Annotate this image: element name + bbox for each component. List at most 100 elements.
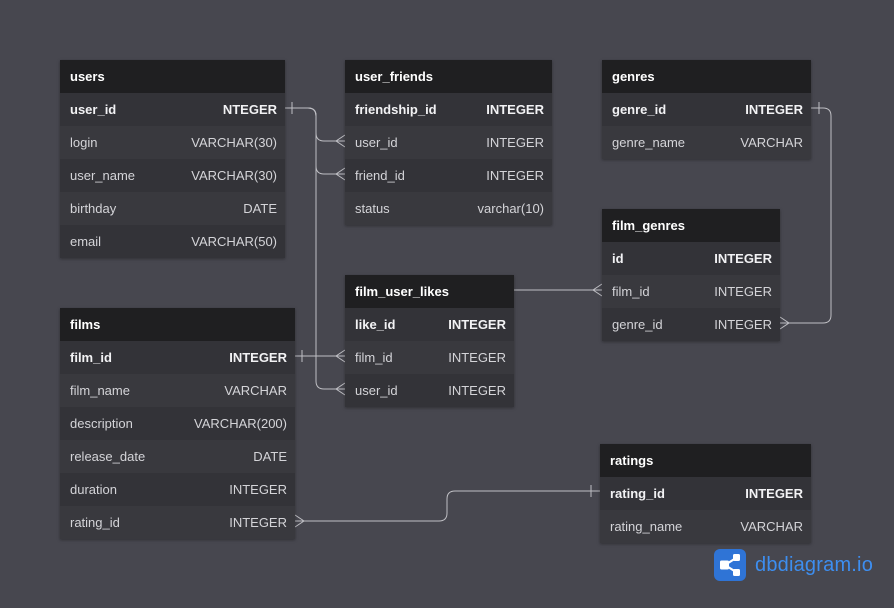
column-type: INTEGER bbox=[448, 350, 506, 365]
column-row-id[interactable]: id INTEGER bbox=[602, 242, 780, 275]
relationship-line-users-user-friends-friend-id bbox=[307, 107, 345, 175]
table-header[interactable]: film_user_likes bbox=[345, 275, 514, 308]
column-name: film_id bbox=[612, 284, 650, 299]
column-row-film-id[interactable]: film_id INTEGER bbox=[60, 341, 295, 374]
column-row-release-date[interactable]: release_date DATE bbox=[60, 440, 295, 473]
column-type: DATE bbox=[243, 201, 277, 216]
dbdiagram-brand[interactable]: dbdiagram.io bbox=[714, 549, 873, 581]
column-row-film-id[interactable]: film_id INTEGER bbox=[345, 341, 514, 374]
relationship-line-users-film-user-likes-user-id bbox=[307, 107, 345, 390]
column-type: INTEGER bbox=[745, 102, 803, 117]
many-marker-user-friends-friend-id bbox=[335, 167, 346, 181]
table-header[interactable]: films bbox=[60, 308, 295, 341]
column-type: VARCHAR(50) bbox=[191, 234, 277, 249]
column-row-film-id[interactable]: film_id INTEGER bbox=[602, 275, 780, 308]
many-marker-film-user-likes-film-id bbox=[335, 349, 346, 363]
column-name: like_id bbox=[355, 317, 396, 332]
column-row-status[interactable]: status varchar(10) bbox=[345, 192, 552, 225]
column-type: VARCHAR bbox=[224, 383, 287, 398]
column-type: VARCHAR(30) bbox=[191, 168, 277, 183]
many-marker-film-genres-genre-id bbox=[779, 316, 790, 330]
column-name: release_date bbox=[70, 449, 146, 464]
column-row-email[interactable]: email VARCHAR(50) bbox=[60, 225, 285, 258]
column-row-birthday[interactable]: birthday DATE bbox=[60, 192, 285, 225]
column-name: description bbox=[70, 416, 133, 431]
column-row-like-id[interactable]: like_id INTEGER bbox=[345, 308, 514, 341]
column-type: varchar(10) bbox=[477, 201, 544, 216]
column-name: film_id bbox=[355, 350, 393, 365]
table-header[interactable]: genres bbox=[602, 60, 811, 93]
column-type: INTEGER bbox=[229, 350, 287, 365]
column-type: INTEGER bbox=[229, 515, 287, 530]
column-row-friend-id[interactable]: friend_id INTEGER bbox=[345, 159, 552, 192]
column-type: INTEGER bbox=[714, 251, 772, 266]
column-row-friendship-id[interactable]: friendship_id INTEGER bbox=[345, 93, 552, 126]
column-name: birthday bbox=[70, 201, 117, 216]
column-name: film_id bbox=[70, 350, 112, 365]
table-header[interactable]: user_friends bbox=[345, 60, 552, 93]
column-type: VARCHAR(30) bbox=[191, 135, 277, 150]
column-row-genre-id[interactable]: genre_id INTEGER bbox=[602, 93, 811, 126]
column-row-genre-id[interactable]: genre_id INTEGER bbox=[602, 308, 780, 341]
column-type: INTEGER bbox=[229, 482, 287, 497]
column-name: user_id bbox=[70, 102, 117, 117]
column-type: DATE bbox=[253, 449, 287, 464]
brand-text: dbdiagram.io bbox=[755, 553, 874, 576]
table-header[interactable]: film_genres bbox=[602, 209, 780, 242]
many-marker-films-rating-id bbox=[294, 514, 305, 528]
many-marker-user-friends-user-id bbox=[335, 134, 346, 148]
relationship-line-ratings-films bbox=[295, 490, 600, 522]
table-header[interactable]: users bbox=[60, 60, 285, 93]
column-row-user-name[interactable]: user_name VARCHAR(30) bbox=[60, 159, 285, 192]
many-marker-film-user-likes-user-id bbox=[335, 382, 346, 396]
share-nodes-icon bbox=[720, 554, 740, 576]
column-type: INTEGER bbox=[448, 317, 506, 332]
column-type: INTEGER bbox=[714, 317, 772, 332]
column-row-description[interactable]: description VARCHAR(200) bbox=[60, 407, 295, 440]
column-type: INTEGER bbox=[448, 383, 506, 398]
column-row-user-id[interactable]: user_id INTEGER bbox=[345, 126, 552, 159]
column-row-user-id[interactable]: user_id NTEGER bbox=[60, 93, 285, 126]
column-type: INTEGER bbox=[745, 486, 803, 501]
column-name: user_id bbox=[355, 383, 398, 398]
column-type: NTEGER bbox=[222, 102, 277, 117]
table-header[interactable]: ratings bbox=[600, 444, 811, 477]
column-type: VARCHAR(200) bbox=[194, 416, 287, 431]
column-name: id bbox=[612, 251, 624, 266]
dbdiagram-logo bbox=[714, 549, 746, 581]
column-type: INTEGER bbox=[486, 168, 544, 183]
column-name: status bbox=[355, 201, 390, 216]
column-name: film_name bbox=[70, 383, 130, 398]
column-name: duration bbox=[70, 482, 117, 497]
column-name: user_name bbox=[70, 168, 136, 183]
column-row-duration[interactable]: duration INTEGER bbox=[60, 473, 295, 506]
column-name: genre_id bbox=[612, 102, 667, 117]
column-type: INTEGER bbox=[486, 102, 544, 117]
relationship-line-users-user-friends-user-id bbox=[285, 107, 345, 142]
column-name: genre_id bbox=[612, 317, 663, 332]
column-name: rating_name bbox=[610, 519, 683, 534]
column-type: INTEGER bbox=[486, 135, 544, 150]
many-marker-film-genres-film-id bbox=[592, 283, 603, 297]
column-type: INTEGER bbox=[714, 284, 772, 299]
column-row-user-id[interactable]: user_id INTEGER bbox=[345, 374, 514, 407]
column-name: email bbox=[70, 234, 102, 249]
column-name: friend_id bbox=[355, 168, 405, 183]
column-name: user_id bbox=[355, 135, 398, 150]
column-name: friendship_id bbox=[355, 102, 437, 117]
column-row-film-name[interactable]: film_name VARCHAR bbox=[60, 374, 295, 407]
column-type: VARCHAR bbox=[740, 135, 803, 150]
